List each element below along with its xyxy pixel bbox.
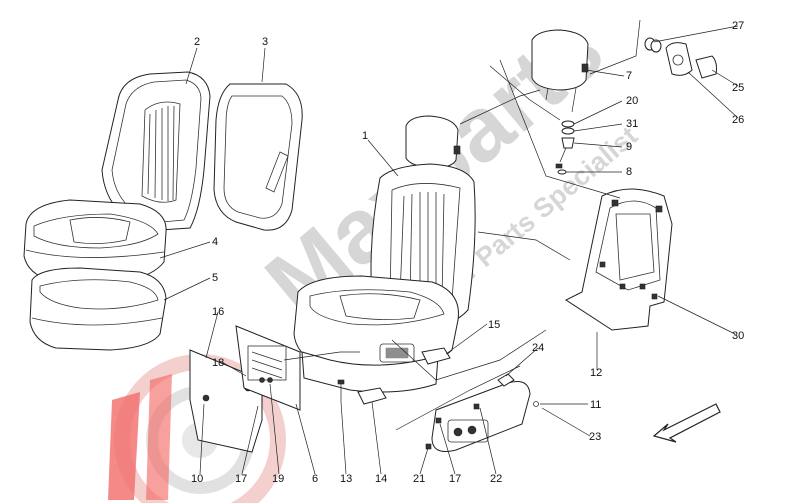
part-side-trim	[425, 373, 539, 452]
front-direction-arrow-icon	[652, 403, 721, 443]
part-switch-carrier	[235, 325, 301, 411]
callout-3: 3	[262, 36, 268, 48]
callout-22: 22	[490, 473, 502, 485]
callout-6: 6	[312, 473, 318, 485]
callout-1: 1	[362, 130, 368, 142]
callout-26: 26	[732, 114, 744, 126]
callout-19: 19	[272, 473, 284, 485]
part-seat-cushion-foam	[29, 267, 167, 351]
callout-30: 30	[732, 330, 744, 342]
callout-9: 9	[626, 141, 632, 153]
part-headrest	[531, 29, 589, 113]
callout-5: 5	[212, 272, 218, 284]
callout-27: 27	[732, 20, 744, 32]
callout-10: 10	[191, 473, 203, 485]
callout-21: 21	[413, 473, 425, 485]
rear-frame-clips	[599, 199, 663, 300]
part-backrest-cover	[101, 71, 211, 231]
callout-8: 8	[626, 166, 632, 178]
part-backrest-rear-panel	[213, 83, 303, 231]
part-seat-cushion-cover	[23, 199, 167, 283]
callout-17-left: 17	[235, 473, 247, 485]
leader-lines	[159, 25, 739, 475]
part-cover-cap-15	[421, 347, 451, 365]
part-rear-frame-panel	[564, 188, 673, 331]
part-headrest-button-assembly	[644, 37, 717, 79]
callout-labels: 1 2 3 4 5 6 7 8 9 10 11 12 13 14 15 16 1…	[191, 20, 744, 485]
assembly-lines	[283, 19, 641, 431]
part-bolt	[337, 379, 345, 402]
part-cover-cap-14	[357, 387, 387, 405]
callout-24: 24	[532, 342, 544, 354]
callout-23: 23	[589, 431, 601, 443]
callout-7: 7	[626, 70, 632, 82]
callout-20: 20	[626, 95, 638, 107]
callout-15: 15	[488, 319, 500, 331]
callout-31: 31	[626, 118, 638, 130]
part-complete-seat	[293, 115, 476, 393]
part-headrest-guide	[555, 120, 575, 175]
callout-16: 16	[212, 306, 224, 318]
callout-18: 18	[212, 357, 224, 369]
callout-13: 13	[340, 473, 352, 485]
callout-4: 4	[212, 236, 218, 248]
callout-2: 2	[194, 36, 200, 48]
callout-14: 14	[375, 473, 387, 485]
callout-25: 25	[732, 82, 744, 94]
callout-11: 11	[590, 399, 601, 411]
callout-12: 12	[590, 367, 602, 379]
callout-17-right: 17	[449, 473, 461, 485]
